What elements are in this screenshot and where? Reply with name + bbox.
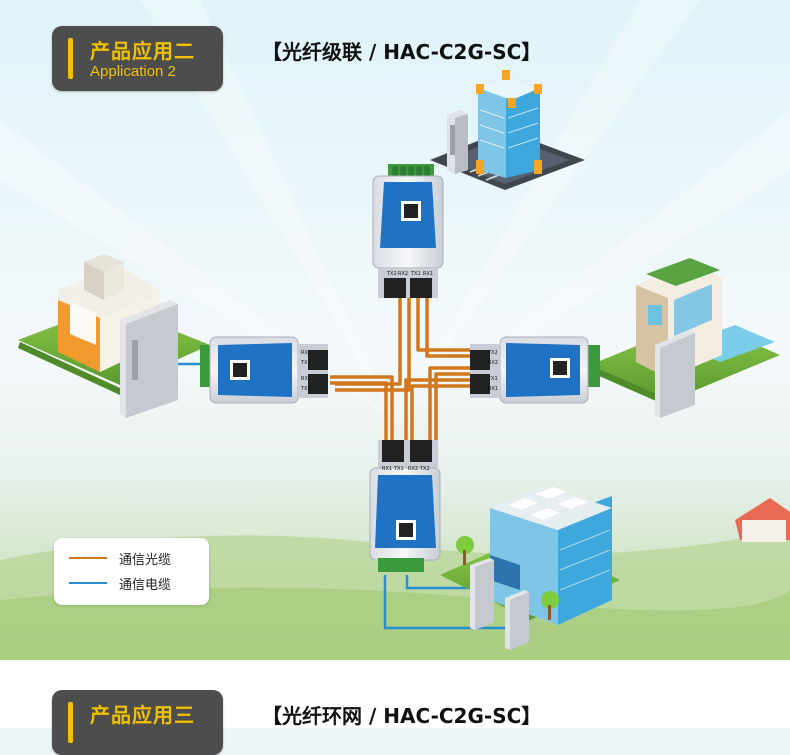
top-port-label-3: RX1 (423, 271, 433, 277)
section-b-accent-bar (68, 702, 73, 743)
left-port-label-0: RX1 (301, 350, 311, 356)
section-a-card: 产品应用二 Application 2 (52, 26, 223, 91)
bottom-converter-device (369, 440, 441, 572)
right-converter-device (470, 336, 600, 404)
legend-label-fiber: 通信光缆 (119, 553, 172, 568)
fiber-cables (330, 298, 474, 446)
top-port-label-2: TX1 (410, 271, 421, 277)
section-b-card: 产品应用三 (52, 690, 223, 755)
data-center-building (440, 486, 620, 650)
right-port-label-0: TX2 (487, 350, 498, 356)
left-house-building (18, 254, 210, 418)
right-port-label-3: RX1 (488, 386, 498, 392)
office-tower-building (430, 70, 585, 190)
network-diagram: TX2 RX2 TX1 RX1 RX1 TX1 RX2 TX2 RX1 TX1 … (0, 0, 790, 728)
left-port-label-1: TX1 (300, 360, 311, 366)
fiber-line-swatch (69, 557, 107, 559)
right-villa-building (590, 258, 780, 418)
bottom-port-label-3: TX2 (419, 466, 430, 472)
legend: 通信光缆 通信电缆 (54, 538, 209, 605)
section-b-title: 产品应用三 (90, 703, 195, 727)
section-a-title: 产品应用二 (90, 39, 195, 63)
top-converter-device (372, 164, 444, 298)
legend-label-cable: 通信电缆 (119, 578, 172, 593)
section-a-accent-bar (68, 38, 73, 79)
section-a-heading: 【光纤级联 / HAC-C2G-SC】 (262, 40, 542, 64)
section-a-subtitle: Application 2 (90, 63, 176, 80)
left-port-label-2: RX2 (301, 376, 311, 382)
top-port-label-0: TX2 (386, 271, 397, 277)
left-port-label-3: TX2 (300, 386, 311, 392)
bottom-port-label-0: RX1 (382, 466, 392, 472)
left-converter-device (200, 336, 328, 404)
right-port-label-1: RX2 (488, 360, 498, 366)
right-port-label-2: TX1 (487, 376, 498, 382)
top-port-label-1: RX2 (398, 271, 408, 277)
section-b-heading: 【光纤环网 / HAC-C2G-SC】 (262, 704, 542, 728)
bottom-port-label-1: TX1 (393, 466, 404, 472)
cable-line-swatch (69, 582, 107, 584)
distant-house (735, 498, 790, 542)
bottom-port-label-2: RX2 (408, 466, 418, 472)
port-labels: TX2 RX2 TX1 RX1 RX1 TX1 RX2 TX2 RX1 TX1 … (300, 271, 498, 472)
